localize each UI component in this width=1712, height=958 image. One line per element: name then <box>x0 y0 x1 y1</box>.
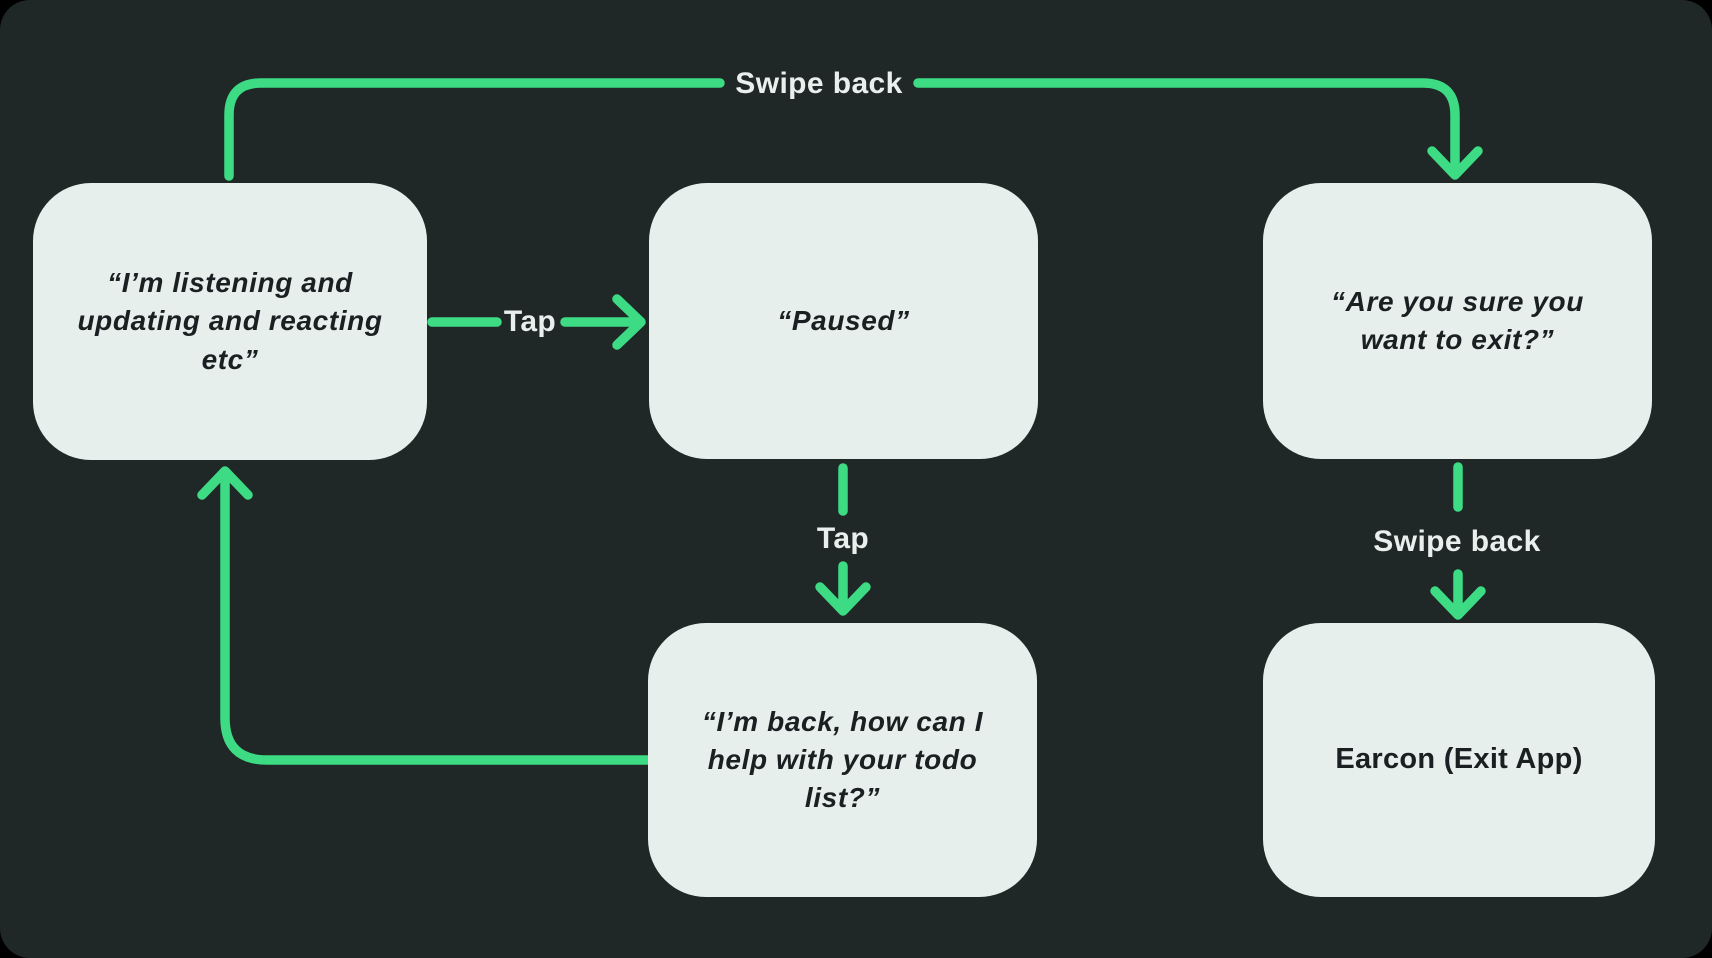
node-paused: “Paused” <box>649 183 1038 459</box>
edge-loop-back <box>197 466 653 765</box>
node-listening: “I’m listening and updating and reacting… <box>33 183 427 460</box>
node-earcon-text: Earcon (Exit App) <box>1335 743 1583 776</box>
edge-label-tap-resume: Tap <box>816 522 870 555</box>
edge-label-tap-pause: Tap <box>503 305 557 338</box>
node-exit-confirm: “Are you sure you want to exit?” <box>1263 183 1652 459</box>
arrowhead-up-icon <box>197 466 253 500</box>
edge-label-swipe-back-exit: Swipe back <box>1373 525 1541 558</box>
node-listening-text: “I’m listening and updating and reacting… <box>77 267 383 375</box>
edge-line <box>224 78 725 181</box>
arrowhead-down-icon <box>815 582 871 616</box>
edge-label-swipe-back-top: Swipe back <box>735 67 903 100</box>
arrowhead-down-icon <box>1430 586 1486 620</box>
node-back-text: “I’m back, how can I help with your todo… <box>701 705 984 814</box>
arrowhead-down-icon <box>1427 146 1483 180</box>
node-exit-confirm-text: “Are you sure you want to exit?” <box>1331 285 1584 355</box>
edge-line <box>220 469 653 765</box>
edge-line <box>913 78 1460 177</box>
node-earcon: Earcon (Exit App) <box>1263 623 1655 897</box>
arrowhead-right-icon <box>612 294 646 350</box>
node-paused-text: “Paused” <box>777 304 910 336</box>
node-back: “I’m back, how can I help with your todo… <box>648 623 1037 897</box>
